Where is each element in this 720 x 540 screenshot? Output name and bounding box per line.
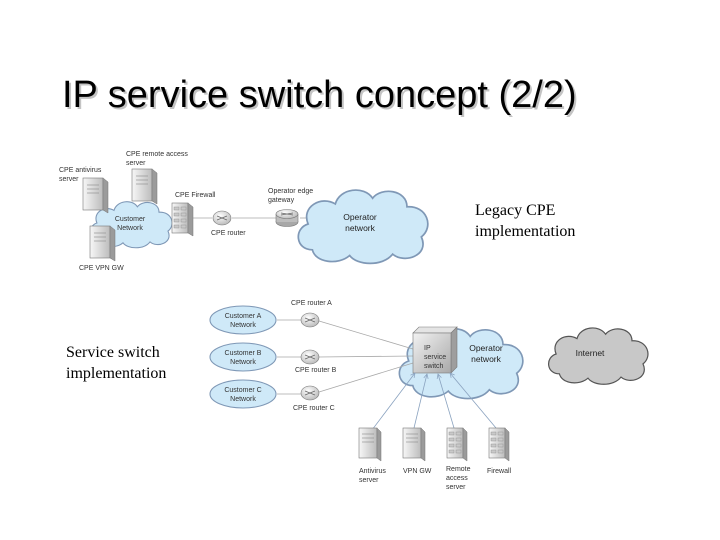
remote-access-server-icon <box>446 427 468 462</box>
link-router-c-switch <box>318 362 414 393</box>
remote-access-label-line1: Remote <box>446 466 471 473</box>
internet-label: Internet <box>576 348 605 358</box>
operator-network-switch-label-line1: Operator <box>469 343 503 353</box>
cpe-router-c-icon <box>300 385 320 401</box>
customer-a-label-line2: Network <box>230 322 256 329</box>
firewall-label: Firewall <box>487 468 512 475</box>
cpe-remote-access-server-icon <box>131 168 158 205</box>
customer-a-network-ellipse <box>209 305 277 335</box>
cpe-antivirus-label-line2: server <box>59 176 79 183</box>
service-switch-heading-line1: Service switch <box>66 344 160 361</box>
operator-edge-label-line2: gateway <box>268 197 295 204</box>
cpe-firewall-label: CPE Firewall <box>175 192 216 199</box>
antivirus-label-line1: Antivirus <box>359 468 386 475</box>
cpe-router-a-icon <box>300 312 320 328</box>
legacy-cpe-heading-line1: Legacy CPE <box>475 202 556 219</box>
cpe-vpn-gw-label: CPE VPN GW <box>79 265 124 272</box>
arrow-antivirus-to-switch <box>371 373 415 431</box>
ip-switch-label-line3: switch <box>424 363 444 370</box>
arrow-remote-access-to-switch <box>438 374 455 429</box>
legacy-cpe-heading-line2: implementation <box>475 223 576 240</box>
link-router-a-switch <box>318 320 414 350</box>
operator-edge-label-line1: Operator edge <box>268 188 313 195</box>
service-switch-heading: Service switch implementation <box>66 342 166 384</box>
service-server-arrows <box>371 373 497 431</box>
ip-switch-label-line1: IP <box>424 345 431 352</box>
cpe-antivirus-server-icon <box>82 177 109 214</box>
arrow-vpn-gw-to-switch <box>413 374 427 429</box>
cpe-remote-access-label-line2: server <box>126 160 146 167</box>
antivirus-label-line2: server <box>359 477 379 484</box>
operator-network-legacy-label-line1: Operator <box>343 212 377 222</box>
firewall-icon <box>488 427 510 462</box>
link-router-b-switch <box>318 355 414 358</box>
cpe-vpn-gw-server-icon <box>89 225 116 262</box>
legacy-cpe-heading: Legacy CPE implementation <box>475 200 575 242</box>
ip-switch-label-line2: service <box>424 354 446 361</box>
ip-service-switch-box-icon <box>412 326 458 374</box>
customer-b-label-line2: Network <box>230 359 256 366</box>
operator-edge-gateway-icon <box>275 209 299 227</box>
cpe-router-c-label: CPE router C <box>293 405 335 412</box>
cpe-router-icon <box>212 210 232 226</box>
arrow-firewall-to-switch <box>450 373 497 429</box>
service-switch-links <box>277 319 414 395</box>
slide-title: IP service switch concept (2/2) <box>62 74 577 116</box>
operator-network-legacy-label-line2: network <box>345 223 376 233</box>
customer-b-label-line1: Customer B <box>225 350 262 357</box>
cpe-router-label: CPE router <box>211 230 246 237</box>
customer-c-network-ellipse <box>209 379 277 409</box>
customer-network-label-line1: Customer <box>115 216 146 223</box>
cpe-router-b-icon <box>300 349 320 365</box>
vpn-gw-server-icon <box>402 427 426 462</box>
antivirus-server-icon <box>358 427 382 462</box>
cpe-firewall-icon <box>171 202 194 237</box>
customer-b-network-ellipse <box>209 342 277 372</box>
remote-access-label-line2: access <box>446 475 468 482</box>
cpe-router-b-label: CPE router B <box>295 367 337 374</box>
customer-a-label-line1: Customer A <box>225 313 262 320</box>
customer-network-label-line2: Network <box>117 225 143 232</box>
operator-network-switch-label-line2: network <box>471 354 502 364</box>
customer-c-label-line2: Network <box>230 396 256 403</box>
customer-c-label-line1: Customer C <box>224 387 261 394</box>
cpe-remote-access-label-line1: CPE remote access <box>126 151 188 158</box>
vpn-gw-label: VPN GW <box>403 468 432 475</box>
service-switch-heading-line2: implementation <box>66 365 167 382</box>
cpe-router-a-label: CPE router A <box>291 300 332 307</box>
remote-access-label-line3: server <box>446 484 466 491</box>
cpe-antivirus-label-line1: CPE antivirus <box>59 167 102 174</box>
